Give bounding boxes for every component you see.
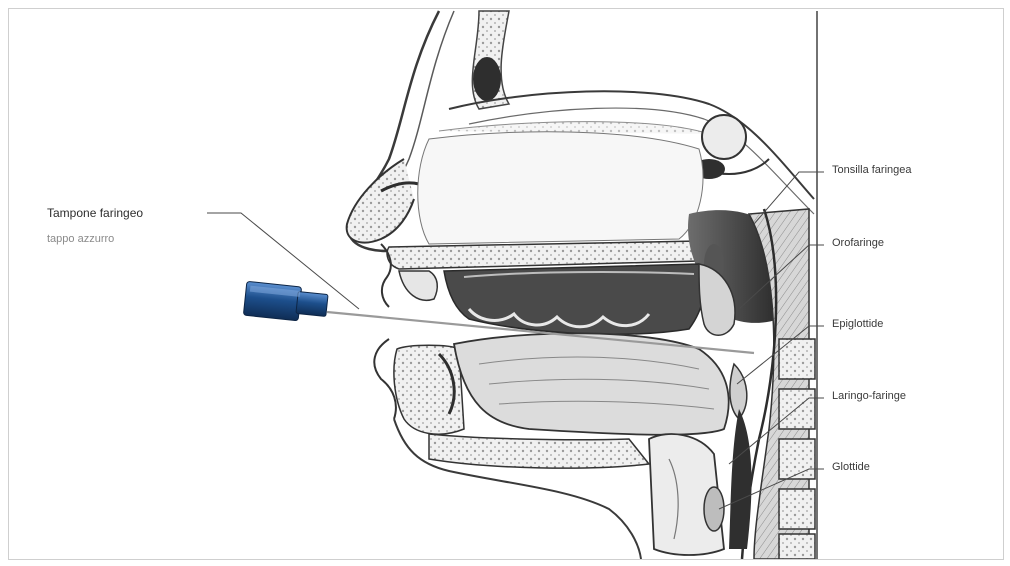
nose xyxy=(347,159,414,243)
lower-jaw xyxy=(394,345,464,434)
laryngopharynx-dark xyxy=(729,409,752,549)
anatomy-illustration xyxy=(9,9,1003,559)
label-tampone-faringeo: Tampone faringeo xyxy=(47,206,143,220)
label-glottide: Glottide xyxy=(832,461,870,473)
diagram-frame: Tampone faringeo tappo azzurro Tonsilla … xyxy=(8,8,1004,560)
mandible xyxy=(429,434,649,468)
label-laringo-faringe: Laringo-faringe xyxy=(832,390,906,402)
tongue xyxy=(454,333,729,434)
label-orofaringe: Orofaringe xyxy=(832,237,884,249)
nasal-cavity xyxy=(418,132,703,244)
label-tonsilla-faringea: Tonsilla faringea xyxy=(832,164,912,176)
label-epiglottide: Epiglottide xyxy=(832,318,883,330)
swab-cap-neck xyxy=(296,291,328,316)
label-tappo-azzurro: tappo azzurro xyxy=(47,233,114,245)
glottis-opening xyxy=(704,487,724,531)
epiglottis xyxy=(730,364,747,419)
lower-lip xyxy=(374,339,396,419)
sphenoid-sinus xyxy=(702,115,746,159)
frontal-sinus xyxy=(473,57,501,101)
